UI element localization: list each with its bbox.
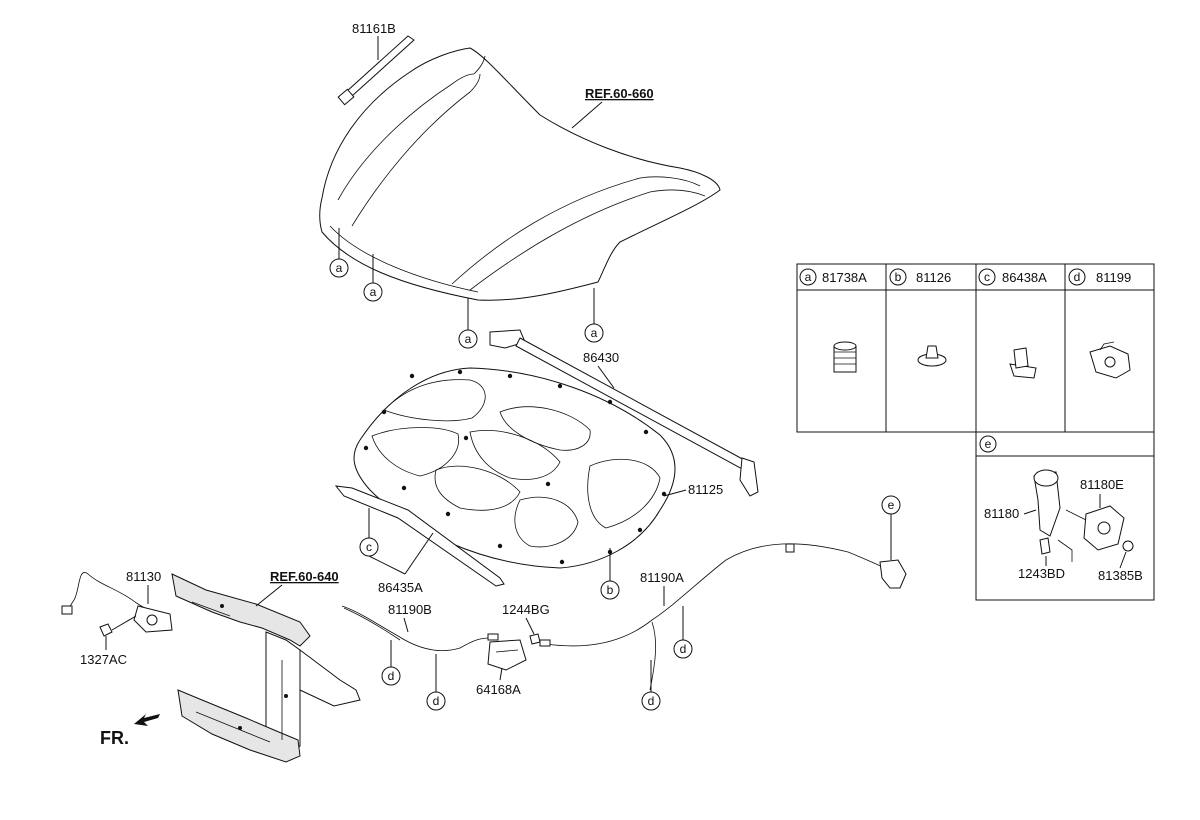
legend-clip-icon (917, 345, 947, 367)
legend-cell-e: e (979, 435, 997, 453)
legend-bumper-icon (833, 341, 857, 373)
svg-text:a: a (805, 270, 812, 284)
legend-cell-a: a 81738A (799, 268, 867, 286)
legend-cable-clip-icon (1089, 341, 1131, 379)
detail-bumper-icon (1033, 469, 1061, 537)
callout-a-hood-4: a (584, 323, 604, 343)
svg-text:a: a (465, 332, 472, 346)
release-handle (487, 639, 527, 671)
svg-text:d: d (1074, 270, 1081, 284)
callout-a-hood-2: a (363, 282, 383, 302)
svg-text:81199: 81199 (1096, 270, 1131, 285)
detail-label-bracket: 81180E (1080, 477, 1124, 492)
detail-bracket-icon (1083, 505, 1125, 551)
svg-text:a: a (336, 261, 343, 275)
hood-latch (133, 605, 173, 633)
callout-d-cable-a-2: d (641, 691, 661, 711)
svg-text:d: d (388, 669, 395, 683)
svg-text:a: a (591, 326, 598, 340)
svg-text:81738A: 81738A (822, 270, 867, 285)
label-hood-ref: REF.60-660 (585, 86, 654, 101)
callout-d-cable-a-1: d (673, 639, 693, 659)
detail-label-nut: 81385B (1098, 568, 1143, 583)
callout-c-weatherstrip: c (359, 537, 379, 557)
release-handle-bolt (529, 633, 541, 645)
callout-a-hood-3: a (458, 329, 478, 349)
legend-fastener-icon (1009, 347, 1037, 379)
release-cable-b (341, 605, 499, 652)
legend-table: a 81738A b 81126 c 86438A d 81199 (796, 263, 1155, 601)
svg-text:d: d (433, 694, 440, 708)
callout-b-insulator: b (600, 580, 620, 600)
svg-text:b: b (895, 270, 902, 284)
svg-text:81126: 81126 (916, 270, 951, 285)
detail-nut-icon (1122, 540, 1134, 552)
legend-cell-b: b 81126 (889, 268, 951, 286)
label-seal-strip: 86430 (583, 350, 619, 365)
detail-label-bumper: 81180 (984, 506, 1019, 521)
radiator-support-panel (171, 573, 361, 763)
label-cable-b: 81190B (388, 602, 432, 617)
label-handle: 64168A (476, 682, 521, 697)
svg-text:d: d (648, 694, 655, 708)
release-cable-a (539, 543, 907, 691)
svg-text:e: e (985, 437, 992, 451)
detail-bolt-icon (1039, 537, 1051, 555)
hood-panel (319, 47, 721, 301)
latch-nut (99, 623, 113, 637)
svg-text:c: c (984, 270, 990, 284)
label-nut: 1327AC (80, 652, 127, 667)
front-direction-arrow-icon (134, 714, 160, 726)
label-panel-ref: REF.60-640 (270, 569, 339, 584)
label-weatherstrip: 86435A (378, 580, 423, 595)
svg-text:b: b (607, 583, 614, 597)
hood-weatherstrip (334, 485, 505, 587)
hood-lift-strut (337, 35, 415, 106)
label-bolt-bg: 1244BG (502, 602, 550, 617)
callout-d-cable-b-1: d (381, 666, 401, 686)
callout-d-cable-b-2: d (426, 691, 446, 711)
label-latch: 81130 (126, 569, 161, 584)
svg-text:d: d (680, 642, 687, 656)
label-insulator: 81125 (688, 482, 723, 497)
label-strut: 81161B (352, 21, 396, 36)
hood-seal-strip (489, 329, 759, 497)
detail-label-bolt: 1243BD (1018, 566, 1065, 581)
callout-a-hood-1: a (329, 258, 349, 278)
svg-text:e: e (888, 498, 895, 512)
label-front: FR. (100, 728, 129, 748)
svg-text:86438A: 86438A (1002, 270, 1047, 285)
svg-text:a: a (370, 285, 377, 299)
legend-cell-c: c 86438A (978, 268, 1047, 286)
label-cable-a: 81190A (640, 570, 684, 585)
legend-cell-d: d 81199 (1068, 268, 1131, 286)
callout-e-cable-a: e (881, 495, 901, 515)
svg-text:c: c (366, 540, 372, 554)
